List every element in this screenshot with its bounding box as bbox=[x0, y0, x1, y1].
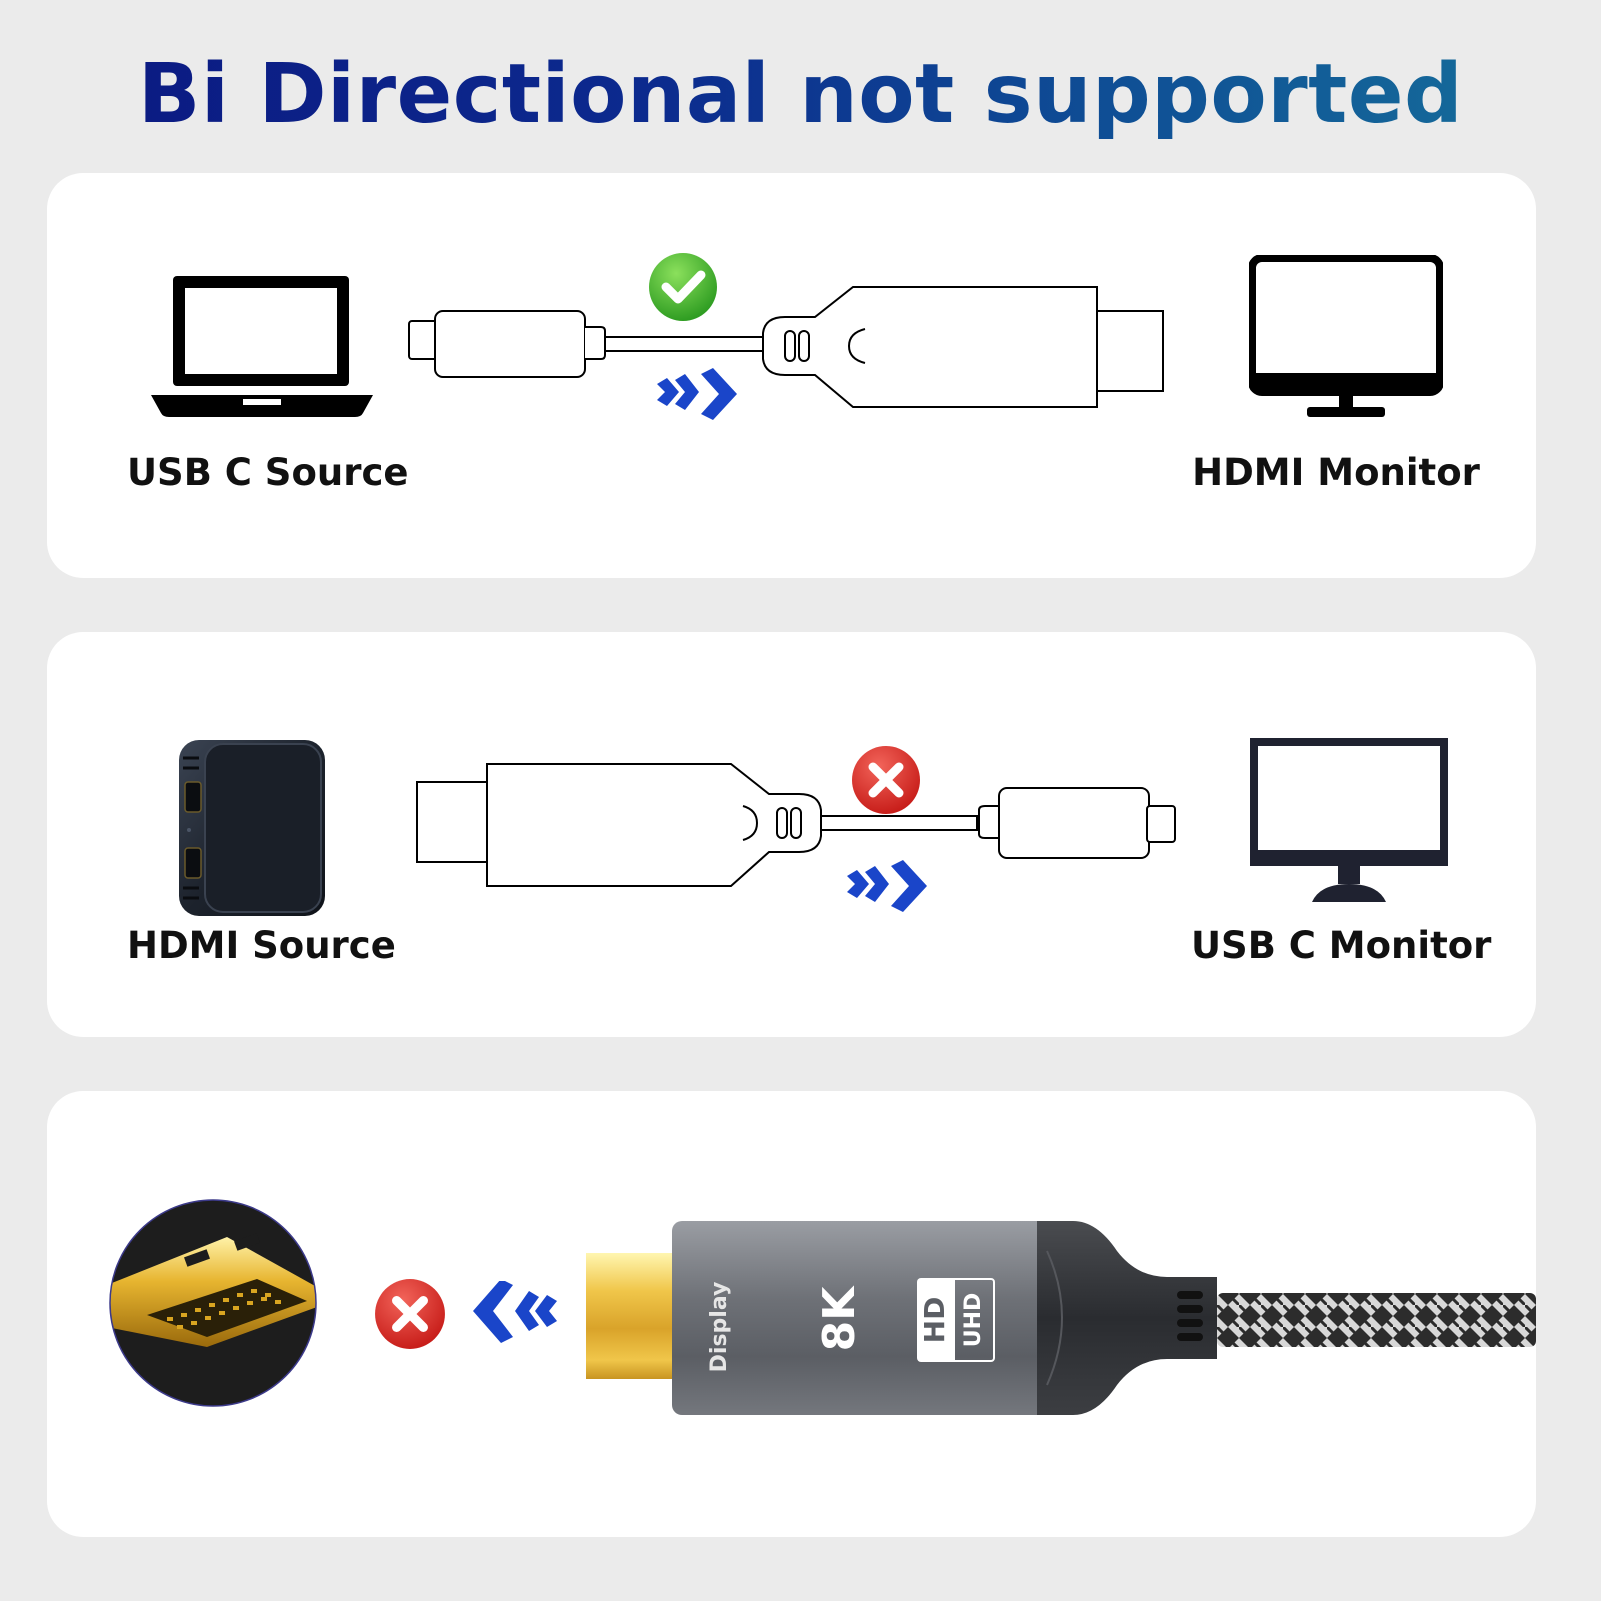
cross-icon bbox=[375, 1279, 445, 1349]
brand-text: Display bbox=[706, 1281, 732, 1373]
hdmi-to-usbc-cable-illustration bbox=[416, 763, 1176, 887]
badge-hd-text: HD bbox=[917, 1278, 953, 1362]
target-label: HDMI Monitor bbox=[1192, 451, 1480, 494]
resolution-text: 8K bbox=[813, 1286, 865, 1352]
braided-cable bbox=[1217, 1293, 1536, 1347]
usbc-to-hdmi-cable-illustration bbox=[408, 286, 1164, 408]
hdmi-plug-tip bbox=[586, 1253, 672, 1379]
hdmi-source-device-image bbox=[179, 740, 325, 916]
source-label: USB C Source bbox=[127, 451, 409, 494]
laptop-icon bbox=[151, 276, 373, 417]
backward-arrow-icon bbox=[473, 1281, 557, 1343]
target-label: USB C Monitor bbox=[1191, 924, 1492, 967]
panel-usbc-to-hdmi: USB C Source bbox=[47, 173, 1536, 578]
cross-icon bbox=[852, 746, 920, 814]
hdmi-connector-zoom-image bbox=[109, 1199, 317, 1407]
check-icon bbox=[649, 253, 717, 321]
page-title: Bi Directional not supported bbox=[0, 40, 1601, 150]
forward-arrow-icon bbox=[847, 860, 927, 912]
cable-connector-housing: Display 8K HD UHD bbox=[672, 1221, 1044, 1415]
monitor-icon bbox=[1250, 738, 1448, 902]
panel-hdmi-to-usbc: HDMI Source bbox=[47, 632, 1536, 1037]
source-label: HDMI Source bbox=[127, 924, 396, 967]
cable-strain-relief bbox=[1037, 1221, 1217, 1415]
forward-arrow-icon bbox=[657, 368, 737, 420]
hd-uhd-badge: HD UHD bbox=[917, 1278, 999, 1362]
panel-cable-direction: Display 8K HD UHD bbox=[47, 1091, 1536, 1537]
monitor-icon bbox=[1249, 255, 1443, 417]
badge-uhd-text: UHD bbox=[953, 1278, 995, 1362]
